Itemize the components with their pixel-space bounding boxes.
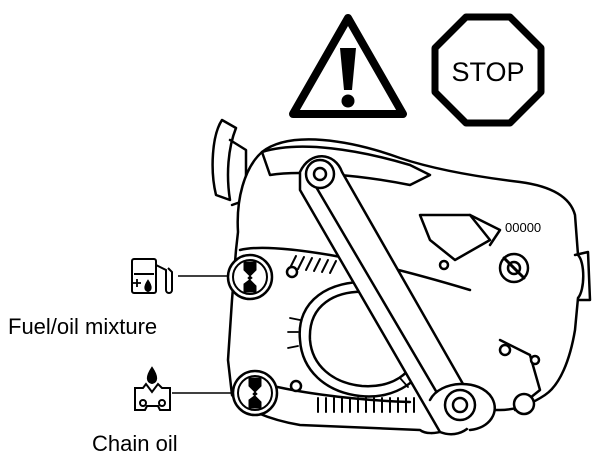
- chain-oil-icon: [134, 366, 171, 411]
- svg-text:00000: 00000: [505, 220, 541, 235]
- chainsaw-body: 00000: [211, 118, 592, 436]
- fuel-cap: [226, 253, 274, 301]
- stop-octagon-icon: STOP: [431, 13, 545, 127]
- fuel-label: Fuel/oil mixture: [8, 314, 158, 339]
- chain-oil-cap: [231, 369, 279, 417]
- warning-triangle-icon: [289, 14, 407, 118]
- stop-sign-text: STOP: [451, 57, 524, 87]
- chain-oil-label: Chain oil: [92, 431, 178, 456]
- fuel-pump-icon: [131, 258, 173, 294]
